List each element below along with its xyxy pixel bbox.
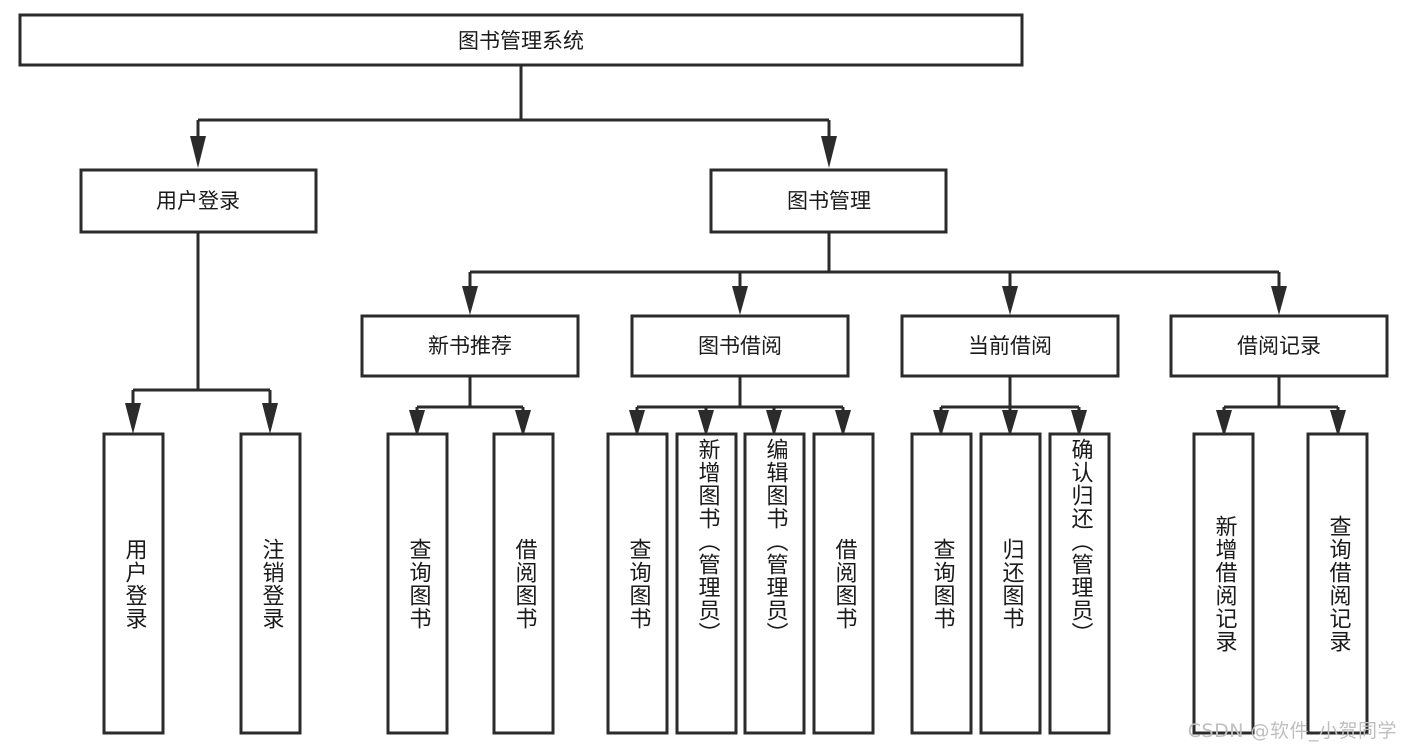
node-leaf-edit-book-admin[interactable] <box>743 432 806 735</box>
node-leaf-add-book-admin[interactable] <box>675 432 738 735</box>
arrow-root-to-book-mgmt <box>821 136 837 168</box>
boxes-group: 图书管理系统 用户登录 图书管理 新书推荐 图书借阅 当前借阅 借阅记录 <box>18 13 1389 735</box>
connectors-group <box>125 66 1346 437</box>
node-leaf-query-books-borrow[interactable] <box>606 432 669 735</box>
node-leaf-user-login[interactable] <box>102 432 165 735</box>
arrow-current-leaf-3 <box>1071 410 1087 437</box>
node-book-management[interactable] <box>709 168 948 234</box>
arrow-borrow-leaf-2 <box>698 410 714 437</box>
node-book-management-label: 图书管理 <box>787 189 871 213</box>
arrow-root-to-user-login <box>190 136 206 168</box>
node-borrow-records[interactable] <box>1169 314 1389 378</box>
arrow-bookmgmt-to-borrow <box>732 286 748 315</box>
arrow-bookmgmt-to-records <box>1271 286 1287 315</box>
node-leaf-borrow-books[interactable] <box>812 432 875 735</box>
node-current-borrow[interactable] <box>900 314 1120 378</box>
node-book-borrow[interactable] <box>630 314 850 378</box>
arrow-bookmgmt-to-newbook <box>462 286 478 315</box>
node-leaf-confirm-return-admin[interactable] <box>1048 432 1111 735</box>
arrow-current-leaf-2 <box>1002 410 1018 437</box>
arrow-borrow-leaf-4 <box>835 410 851 437</box>
node-new-book-recommend-label: 新书推荐 <box>428 334 512 358</box>
arrow-records-leaf-2 <box>1330 410 1346 437</box>
node-root-book-system-label: 图书管理系统 <box>458 29 584 53</box>
node-user-login[interactable] <box>79 168 318 234</box>
node-book-borrow-label: 图书借阅 <box>698 334 782 358</box>
arrow-bookmgmt-to-current <box>1002 286 1018 315</box>
arrow-borrow-leaf-1 <box>629 410 645 437</box>
node-current-borrow-label: 当前借阅 <box>968 334 1052 358</box>
node-leaf-logout[interactable] <box>239 432 302 735</box>
node-root-book-system[interactable] <box>18 13 1024 67</box>
arrow-borrow-leaf-3 <box>766 410 782 437</box>
arrow-userlogin-leaf-1 <box>125 403 141 434</box>
node-new-book-recommend[interactable] <box>360 314 580 378</box>
arrow-newbook-leaf-2 <box>515 410 531 437</box>
node-user-login-label: 用户登录 <box>156 189 240 213</box>
csdn-watermark: CSDN @软件_小贺同学 <box>1187 720 1397 742</box>
node-leaf-add-borrow-record[interactable] <box>1192 432 1255 735</box>
node-leaf-return-books[interactable] <box>979 432 1042 735</box>
arrow-records-leaf-1 <box>1216 410 1232 437</box>
arrow-newbook-leaf-1 <box>409 410 425 437</box>
node-borrow-records-label: 借阅记录 <box>1237 334 1321 358</box>
arrow-current-leaf-1 <box>933 410 949 437</box>
node-leaf-query-borrow-record[interactable] <box>1306 432 1369 735</box>
node-leaf-query-books-current[interactable] <box>910 432 973 735</box>
arrow-userlogin-leaf-2 <box>262 403 278 434</box>
node-leaf-query-books-recommend[interactable] <box>386 432 449 735</box>
node-leaf-borrow-books-recommend[interactable] <box>492 432 555 735</box>
